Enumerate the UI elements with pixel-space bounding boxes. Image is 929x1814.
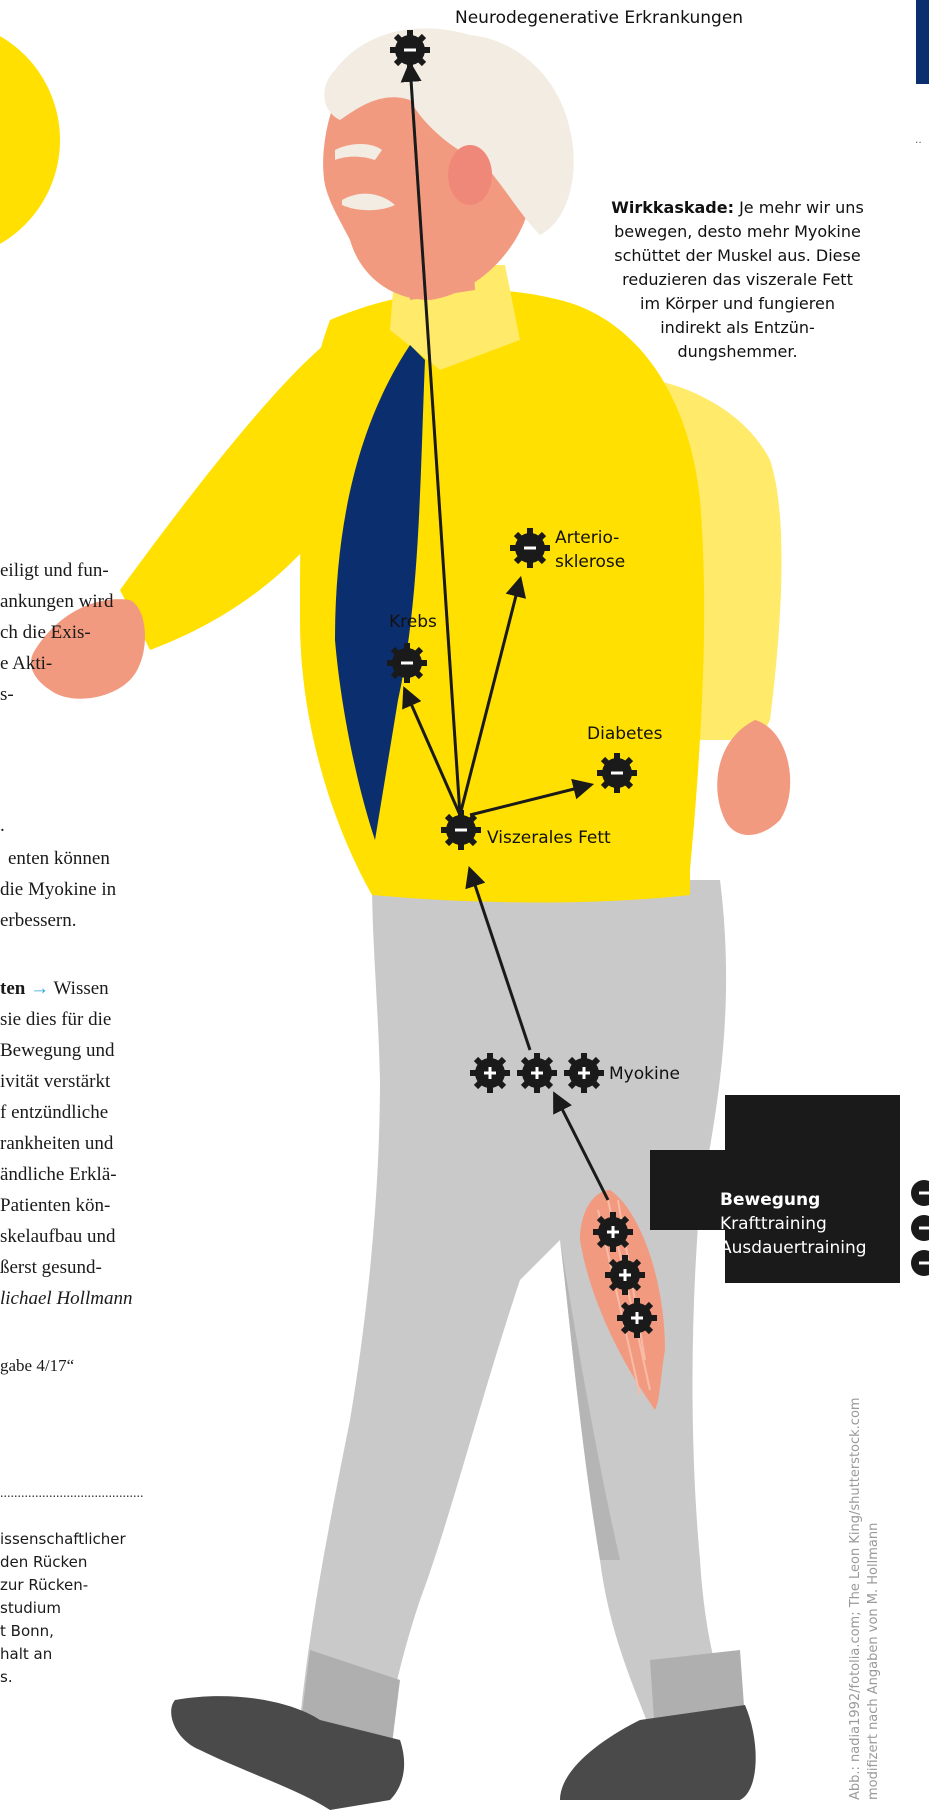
article-footnote: gabe 4/17“ xyxy=(0,1356,74,1376)
article-line-13: ivität verstärkt xyxy=(0,1071,110,1093)
label-arteriosklerose-2: sklerose xyxy=(555,552,625,572)
caption-line-4: im Körper und fungieren xyxy=(560,292,915,316)
bewegung-text: Bewegung Krafttraining Ausdauertraining xyxy=(720,1188,867,1260)
article-line-0: eiligt und fun- xyxy=(0,560,109,582)
bio-line-0: issenschaftlicher xyxy=(0,1530,126,1548)
label-myokine: Myokine xyxy=(609,1064,680,1084)
bewegung-title: Bewegung xyxy=(720,1188,867,1212)
caption-line-1: bewegen, desto mehr Myokine xyxy=(560,220,915,244)
article-line-3: e Akti- xyxy=(0,653,52,675)
article-line-2: ch die Exis- xyxy=(0,622,91,644)
label-arteriosklerose-1: Arterio- xyxy=(555,528,619,548)
image-credit-2: modifizert nach Angaben von M. Hollmann xyxy=(866,1523,881,1800)
caption-line-0: Wirkkaskade: Je mehr wir uns xyxy=(560,196,915,220)
caption-line-3: reduzieren das viszerale Fett xyxy=(560,268,915,292)
article-line-5: . xyxy=(0,815,5,837)
blue-bar xyxy=(916,0,929,84)
article-line-12: Bewegung und xyxy=(0,1040,115,1062)
article-column: eiligt und fun- ankungen wird ch die Exi… xyxy=(0,0,150,1814)
article-dots: ........................................… xyxy=(0,1486,144,1502)
bio-line-4: t Bonn, xyxy=(0,1622,54,1640)
article-line-16: ändliche Erklä- xyxy=(0,1164,117,1186)
article-line-10-bold: ten xyxy=(0,978,25,999)
article-line-19: ßerst gesund- xyxy=(0,1257,102,1279)
caption-line-2: schüttet der Muskel aus. Diese xyxy=(560,244,915,268)
caption-line-6: dungshemmer. xyxy=(560,340,915,364)
bio-line-1: den Rücken xyxy=(0,1553,87,1571)
bio-line-6: s. xyxy=(0,1668,13,1686)
bio-line-5: halt an xyxy=(0,1645,52,1663)
article-line-10-rest: Wissen xyxy=(54,978,109,999)
article-line-4: s- xyxy=(0,684,14,706)
bio-line-3: studium xyxy=(0,1599,61,1617)
article-line-18: skelaufbau und xyxy=(0,1226,116,1248)
article-line-20: lichael Hollmann xyxy=(0,1288,132,1310)
caption-bold: Wirkkaskade: xyxy=(611,198,734,217)
right-shoe xyxy=(560,1705,756,1800)
label-krebs: Krebs xyxy=(389,612,437,632)
article-line-8: erbessern. xyxy=(0,910,77,932)
bewegung-line1: Krafttraining xyxy=(720,1212,867,1236)
article-line-14: f entzündliche xyxy=(0,1102,108,1124)
article-arrow: → xyxy=(30,978,49,999)
bio-line-2: zur Rücken- xyxy=(0,1576,88,1594)
bewegung-line2: Ausdauertraining xyxy=(720,1236,867,1260)
image-credit-1: Abb.: nadia1992/fotolia.com; The Leon Ki… xyxy=(848,1397,863,1800)
figure-caption: Wirkkaskade: Je mehr wir uns bewegen, de… xyxy=(560,196,915,364)
article-line-1: ankungen wird xyxy=(0,591,113,613)
article-line-15: rankheiten und xyxy=(0,1133,113,1155)
label-viszerales-fett: Viszerales Fett xyxy=(487,828,611,848)
caption-line-5: indirekt als Entzün- xyxy=(560,316,915,340)
label-diabetes: Diabetes xyxy=(587,724,662,744)
top-right-dots: .. xyxy=(915,132,922,146)
article-line-7: die Myokine in xyxy=(0,879,116,901)
article-line-10: ten → Wissen xyxy=(0,978,109,1000)
article-line-17: Patienten kön- xyxy=(0,1195,110,1217)
article-line-11: sie dies für die xyxy=(0,1009,111,1031)
article-line-6: enten können xyxy=(8,848,110,870)
label-neurodegenerative: Neurodegenerative Erkrankungen xyxy=(455,8,743,28)
